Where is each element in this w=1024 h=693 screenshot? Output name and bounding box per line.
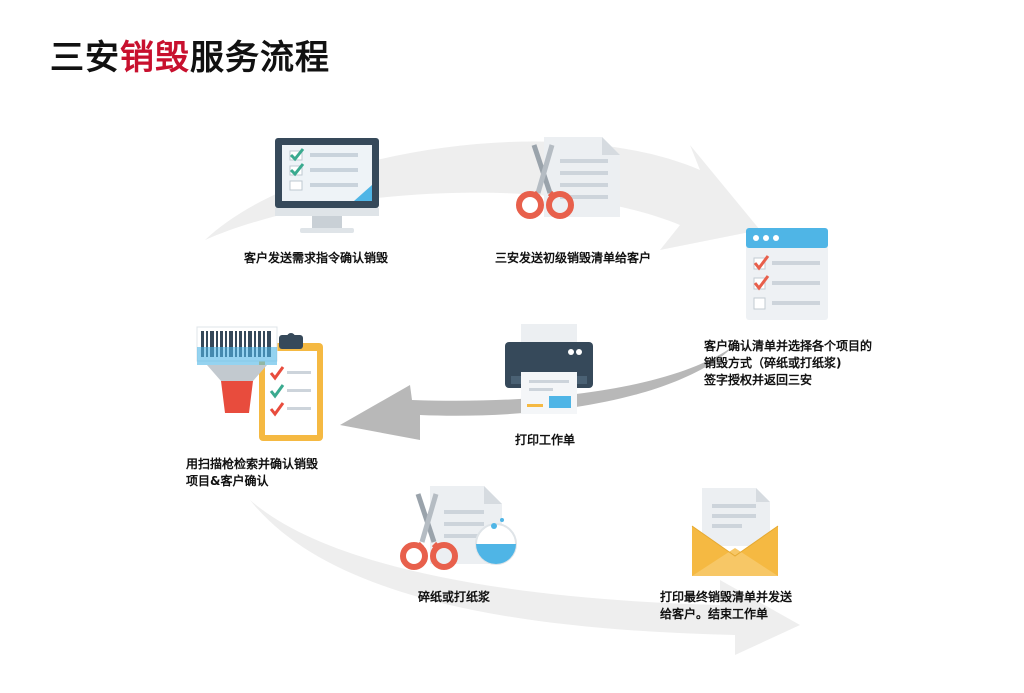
middle-flow-arrow (340, 345, 735, 440)
step-5-label-line-2: 项目&客户确认 (186, 474, 269, 488)
title-part-accent: 销毁 (120, 38, 190, 78)
scissors-pulp-icon (400, 486, 517, 570)
title-part-3: 服务流程 (190, 38, 330, 78)
step-3-label: 客户确认清单并选择各个项目的 销毁方式（碎纸或打纸浆) 签字授权并返回三安 (704, 338, 872, 389)
step-3-label-line-2: 销毁方式（碎纸或打纸浆) (704, 356, 842, 370)
bottom-flow-arrow (250, 500, 800, 655)
step-3-label-line-1: 客户确认清单并选择各个项目的 (704, 339, 873, 353)
envelope-document-icon (691, 488, 779, 576)
step-5-label-line-1: 用扫描枪检索并确认销毁 (186, 457, 319, 471)
top-flow-arrow (205, 141, 760, 250)
page-title: 三安销毁服务流程 (50, 30, 330, 79)
printer-icon (505, 324, 593, 414)
step-7-label-line-1: 打印最终销毁清单并发送 (660, 590, 793, 604)
step-5-label: 用扫描枪检索并确认销毁 项目&客户确认 (186, 456, 318, 490)
scissors-document-icon (516, 137, 620, 219)
step-1-label: 客户发送需求指令确认销毁 (244, 251, 389, 265)
title-part-1: 三安 (50, 38, 120, 78)
barcode-scanner-clipboard-icon (196, 326, 323, 441)
step-2-label: 三安发送初级销毁清单给客户 (495, 251, 652, 265)
step-7-label-line-2: 给客户。结束工作单 (660, 607, 769, 621)
step-4-label: 打印工作单 (515, 433, 576, 447)
step-3-label-line-3: 签字授权并返回三安 (704, 373, 813, 387)
step-7-label: 打印最终销毁清单并发送 给客户。结束工作单 (660, 589, 792, 623)
step-6-label: 碎纸或打纸浆 (418, 590, 491, 604)
browser-checklist-icon (746, 228, 828, 320)
monitor-checklist-icon (275, 138, 379, 233)
